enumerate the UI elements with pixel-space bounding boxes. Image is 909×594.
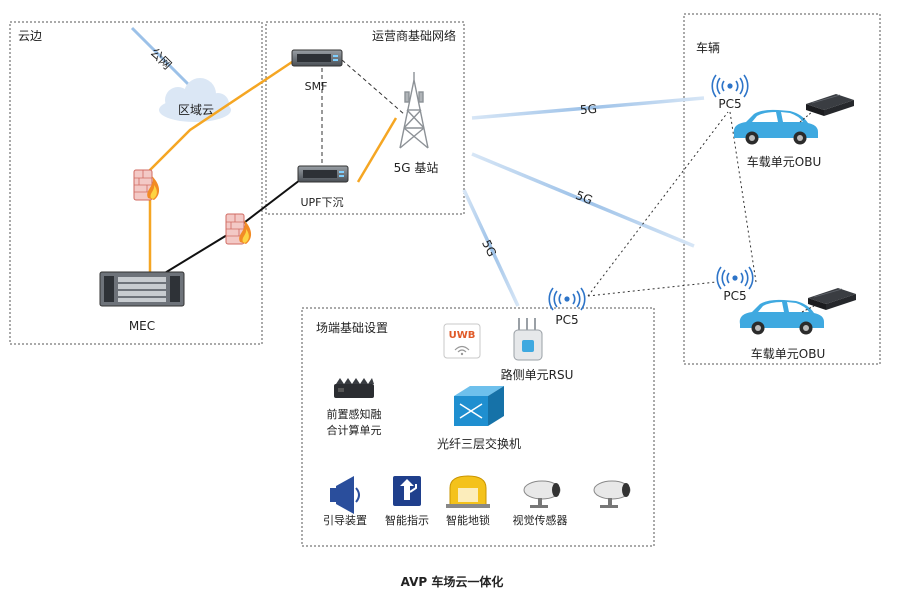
zone-label-vehicle: 车辆 — [696, 40, 720, 55]
smart-lock-label: 智能地锁 — [446, 513, 490, 527]
wireless-5g-link-3 — [462, 189, 520, 307]
zone-field-infra — [301, 307, 655, 547]
front-sensing-label-1: 前置感知融 — [327, 407, 382, 421]
signal-icon — [711, 74, 749, 98]
pc5-label-rsu: PC5 — [555, 313, 578, 327]
smart-sign-label: 智能指示 — [385, 513, 429, 527]
compute-unit-icon — [334, 378, 374, 398]
obu-device-icon — [807, 287, 857, 311]
rsu-label: 路侧单元RSU — [501, 367, 574, 382]
camera-icon — [593, 480, 631, 509]
zone-vehicle — [683, 13, 881, 365]
camera-icon — [523, 480, 561, 509]
orange-link-upf-bs — [356, 117, 398, 183]
tower-icon — [399, 72, 429, 149]
obu-device-icon — [805, 93, 855, 117]
pc5-link-car1-car2 — [729, 111, 757, 283]
wireless-5g-link-2 — [471, 152, 695, 248]
obu-label-car2: 车载单元OBU — [751, 346, 825, 361]
uwb-label: UWB — [449, 330, 476, 341]
server-icon — [291, 49, 343, 67]
base-station-label: 5G 基站 — [394, 161, 439, 175]
server-icon — [99, 271, 185, 307]
upf-label: UPF下沉 — [300, 196, 343, 209]
guidance-label: 引导装置 — [323, 513, 367, 527]
wireless-5g-link-1 — [471, 96, 705, 120]
obu-label-car1: 车载单元OBU — [747, 154, 821, 169]
front-sensing-label-2: 合计算单元 — [327, 423, 382, 437]
fiveg-label-2: 5G — [574, 188, 595, 207]
pc5-link-rsu-car1 — [587, 111, 729, 297]
diagram-caption: AVP 车场云一体化 — [401, 574, 504, 589]
zone-label-operator: 运营商基础网络 — [372, 28, 456, 43]
zone-label-cloud-edge: 云边 — [18, 29, 42, 43]
uwb-icon: UWB — [443, 323, 481, 359]
pc5-label-car2: PC5 — [723, 289, 746, 303]
zone-operator-network — [265, 21, 465, 215]
orange-link-mec-smf — [143, 60, 293, 177]
rsu-icon — [513, 318, 543, 361]
fiveg-label-3: 5G — [479, 238, 499, 259]
zone-label-field: 场端基础设置 — [316, 321, 388, 335]
smf-label: SMF — [305, 80, 328, 93]
cloud-icon — [159, 78, 231, 122]
sign-icon — [393, 476, 421, 506]
mec-label: MEC — [129, 319, 155, 333]
zone-cloud-edge — [9, 21, 263, 345]
pc5-link-rsu-car2 — [587, 281, 717, 297]
regional-cloud-label: 区域云 — [178, 103, 214, 117]
public-net-link — [130, 26, 196, 92]
visual-sensor-label: 视觉传感器 — [513, 513, 568, 527]
fiber-switch-label: 光纤三层交换机 — [437, 436, 521, 451]
firewall-icon — [133, 169, 160, 201]
black-link-mec-upf — [149, 179, 301, 283]
dashed-link-smf-tower — [341, 59, 405, 115]
firewall-icon — [225, 213, 252, 245]
switch-icon — [454, 386, 504, 426]
server-icon — [297, 165, 349, 183]
megaphone-icon — [330, 476, 360, 514]
obu-connector — [799, 111, 813, 123]
parking-lock-icon — [446, 475, 490, 508]
fiveg-label-1: 5G — [579, 102, 597, 117]
pc5-label-car1: PC5 — [718, 97, 741, 111]
signal-icon — [548, 287, 586, 311]
car-icon — [733, 109, 818, 145]
signal-icon — [716, 266, 754, 290]
